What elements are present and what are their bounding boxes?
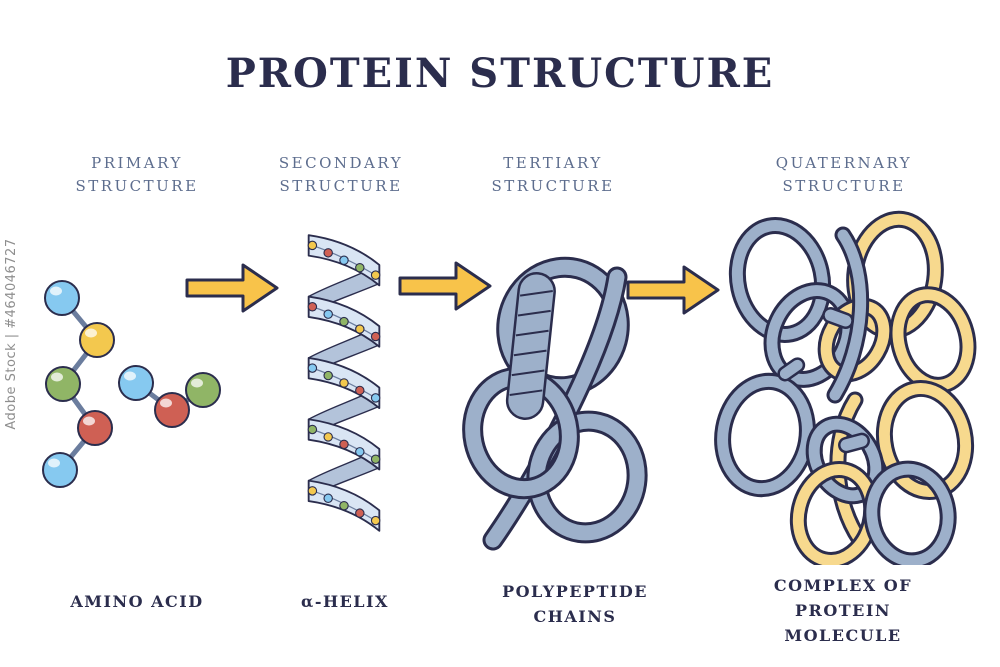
amino-acid-chain-icon — [42, 280, 221, 488]
header-quaternary-structure: QUATERNARY STRUCTURE — [775, 154, 913, 196]
amino-acid-ball — [154, 392, 190, 428]
protein-loop — [526, 410, 648, 544]
polypeptide-tangle-icon — [462, 256, 648, 551]
protein-strand-blue — [826, 226, 870, 404]
protein-loop-blue — [714, 372, 816, 498]
header-tertiary-structure: TERTIARY STRUCTURE — [491, 154, 615, 196]
amino-acid-ball — [45, 366, 81, 402]
protein-loop-yellow — [889, 286, 977, 394]
protein-loop-yellow — [817, 297, 893, 383]
helix-beads — [307, 240, 381, 526]
amino-acid-ball — [77, 410, 113, 446]
amino-acid-ball — [185, 372, 221, 408]
protein-loop-blue — [728, 216, 832, 344]
amino-acid-ball — [42, 452, 78, 488]
protein-loop-blue — [863, 460, 957, 565]
caption-alpha-helix: α-HELIX — [301, 592, 389, 611]
amino-acid-ball — [44, 280, 80, 316]
amino-acid-ball — [118, 365, 154, 401]
caption-polypeptide: POLYPEPTIDE CHAINS — [502, 582, 648, 626]
protein-complex-icon — [714, 210, 977, 565]
header-secondary-structure: SECONDARY STRUCTURE — [278, 154, 404, 196]
amino-acid-ball — [79, 322, 115, 358]
caption-amino-acid: AMINO ACID — [70, 592, 204, 611]
arrow-right-icon — [398, 261, 492, 311]
header-primary-structure: PRIMARY STRUCTURE — [75, 154, 199, 196]
arrow-right-icon — [185, 263, 279, 313]
coil-segment-icon — [505, 272, 556, 420]
stock-watermark: Adobe Stock | #464046727 — [4, 237, 19, 430]
alpha-helix-icon — [307, 234, 381, 532]
connector-pill — [777, 307, 870, 454]
page-title: PROTEIN STRUCTURE — [225, 50, 775, 97]
arrow-right-icon — [626, 265, 720, 315]
caption-protein-complex: COMPLEX OF PROTEIN MOLECULE — [773, 576, 913, 645]
